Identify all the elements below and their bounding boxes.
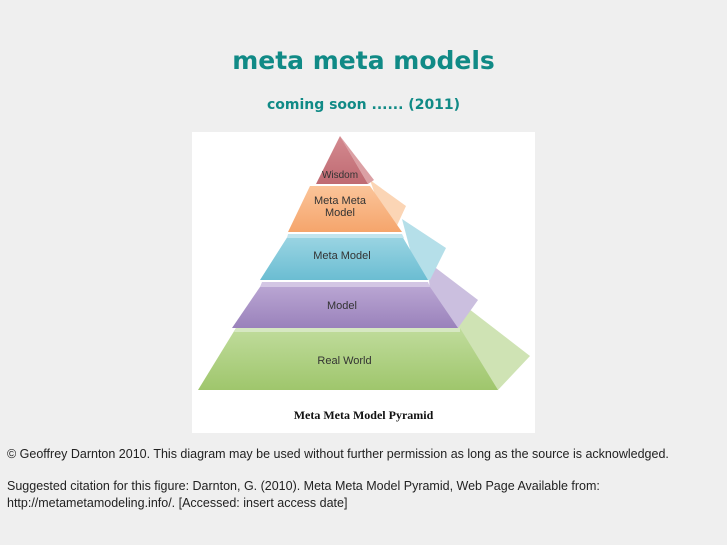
layer-label-meta-meta-model: Meta Meta Model — [300, 195, 380, 219]
copyright-notice: © Geoffrey Darnton 2010. This diagram ma… — [7, 447, 669, 461]
layer-label-line: Model — [325, 207, 355, 219]
pyramid-diagram — [198, 136, 530, 390]
layer-wisdom — [316, 136, 374, 184]
layer-model — [232, 262, 478, 328]
page-title: meta meta models — [232, 46, 495, 75]
layer-label-line: Meta Meta — [314, 195, 366, 207]
page-subtitle: coming soon ...... (2011) — [266, 97, 461, 113]
layer-label-model: Model — [327, 300, 357, 312]
layer-meta-model — [260, 219, 446, 280]
pyramid-figure: Wisdom Meta Meta Model Meta Model Model … — [192, 132, 535, 433]
layer-real-world — [198, 302, 530, 390]
citation-line: Suggested citation for this figure: Darn… — [7, 479, 600, 493]
layer-meta-meta-model — [288, 180, 406, 232]
layer-label-real-world: Real World — [317, 355, 372, 367]
citation-url-line: http://metametamodeling.info/. [Accessed… — [7, 495, 348, 510]
layer-label-meta-model: Meta Model — [313, 250, 371, 262]
figure-caption: Meta Meta Model Pyramid — [293, 408, 434, 422]
citation-text: Suggested citation for this figure: Darn… — [7, 478, 707, 511]
layer-label-wisdom: Wisdom — [321, 170, 359, 181]
